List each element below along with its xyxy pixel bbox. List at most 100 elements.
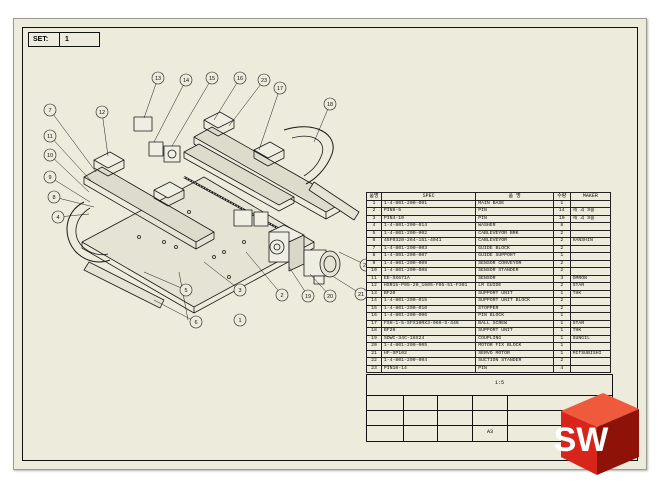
bom-cell-qty: 1 [552, 319, 571, 328]
svg-text:11: 11 [47, 134, 53, 140]
bom-cell-maker [569, 252, 612, 261]
bom-cell-qty: 2 [552, 297, 571, 306]
bom-cell-name: STOPPER [475, 304, 554, 313]
callout-20: 20 [323, 289, 337, 303]
bom-cell-maker [569, 364, 612, 373]
bom-cell-maker: MITSUBISHI [569, 349, 612, 358]
bom-cell-maker [569, 229, 612, 238]
bom-cell-spec: BF20 [380, 327, 477, 336]
bom-cell-qty: 1 [552, 327, 571, 336]
svg-text:17: 17 [277, 86, 283, 92]
svg-text:19: 19 [305, 294, 311, 300]
bom-cell-maker [569, 312, 612, 321]
bom-cell-name: GUIDE BLOCK [475, 244, 554, 253]
bom-cell-spec: PIN4-10 [380, 214, 477, 223]
bom-cell-no: 21 [366, 349, 382, 358]
bom-cell-name: SERVO MOTOR [475, 349, 554, 358]
bom-cell-name: PIN [475, 207, 554, 216]
bom-cell-maker [569, 297, 612, 306]
svg-text:15: 15 [209, 76, 215, 82]
callout-9: 9 [43, 170, 57, 184]
sheet-size: A3 [487, 429, 494, 435]
bom-cell-no: 6 [366, 237, 382, 246]
bom-cell-no: 5 [366, 229, 382, 238]
bom-cell-no: 7 [366, 244, 382, 253]
bom-cell-spec: 1-4-801-200-008 [380, 267, 477, 276]
svg-text:16: 16 [237, 76, 243, 82]
bom-cell-qty: 3 [552, 274, 571, 283]
bom-cell-maker: THK [569, 327, 612, 336]
bom-cell-qty: 14 [552, 207, 571, 216]
bom-cell-qty: 4 [552, 364, 571, 373]
bom-header-row: 품명 SPEC 품 명 수량 MAKER [366, 192, 612, 201]
bom-cell-qty: 1 [552, 199, 571, 208]
bom-cell-no: 1 [366, 199, 382, 208]
callout-8: 8 [47, 190, 61, 204]
svg-text:20: 20 [327, 294, 333, 300]
callout-13: 13 [151, 71, 165, 85]
drawing-frame: SET: 1 [22, 27, 638, 461]
bom-cell-qty: 8 [552, 222, 571, 231]
bom-cell-name: SUCTION STANDER [475, 357, 554, 366]
svg-text:7: 7 [48, 108, 51, 114]
bom-cell-spec: 1-4-801-200-006 [380, 312, 477, 321]
sw-logo-icon: SW [554, 393, 639, 475]
bom-cell-spec: 1-4-801-200-004 [380, 357, 477, 366]
bom-cell-no: 12 [366, 282, 382, 291]
bom-cell-maker: SUNGIL [569, 334, 612, 343]
bom-cell-maker [569, 259, 612, 268]
bom-cell-spec: 45F0320-264-151-4041 [380, 237, 477, 246]
bom-cell-qty: 1 [552, 342, 571, 351]
bom-cell-maker [569, 357, 612, 366]
callout-1: 1 [233, 313, 247, 327]
bom-cell-name: CABLEVEYOR [475, 237, 554, 246]
bom-cell-name: CABLEVEYOR BRK [475, 229, 554, 238]
bom-header-qty: 수량 [552, 192, 571, 201]
callout-5: 5 [179, 283, 193, 297]
callout-2: 2 [275, 288, 289, 302]
bom-cell-spec: PIN8-5 [380, 207, 477, 216]
bom-cell-no: 3 [366, 214, 382, 223]
bom-cell-no: 22 [366, 357, 382, 366]
bom-cell-no: 13 [366, 289, 382, 298]
bom-cell-qty: 2 [552, 237, 571, 246]
bom-cell-name: BALL SCREW [475, 319, 554, 328]
bom-cell-name: SENSOR [475, 274, 554, 283]
bom-cell-maker [569, 267, 612, 276]
bom-cell-no: 9 [366, 259, 382, 268]
svg-text:13: 13 [155, 76, 161, 82]
bom-cell-qty: 2 [552, 304, 571, 313]
callout-23: 23 [257, 73, 271, 87]
bom-cell-maker: HANSHIN [569, 237, 612, 246]
bom-cell-qty: 1 [552, 312, 571, 321]
bom-cell-spec: 1-4-801-200-005 [380, 342, 477, 351]
bom-cell-name: SENSOR CONVEYOR [475, 259, 554, 268]
bom-cell-qty: 1 [552, 252, 571, 261]
bom-cell-name: COUPLING [475, 334, 554, 343]
bom-cell-qty: 2 [552, 244, 571, 253]
bom-cell-no: 4 [366, 222, 382, 231]
bom-cell-qty: 1 [552, 334, 571, 343]
bom-cell-no: 18 [366, 327, 382, 336]
callout-12: 12 [95, 105, 109, 119]
bom-cell-name: SUPPORT UNIT [475, 289, 554, 298]
bom-cell-name: WASHER [475, 222, 554, 231]
svg-text:8: 8 [52, 195, 55, 201]
svg-text:14: 14 [183, 78, 189, 84]
